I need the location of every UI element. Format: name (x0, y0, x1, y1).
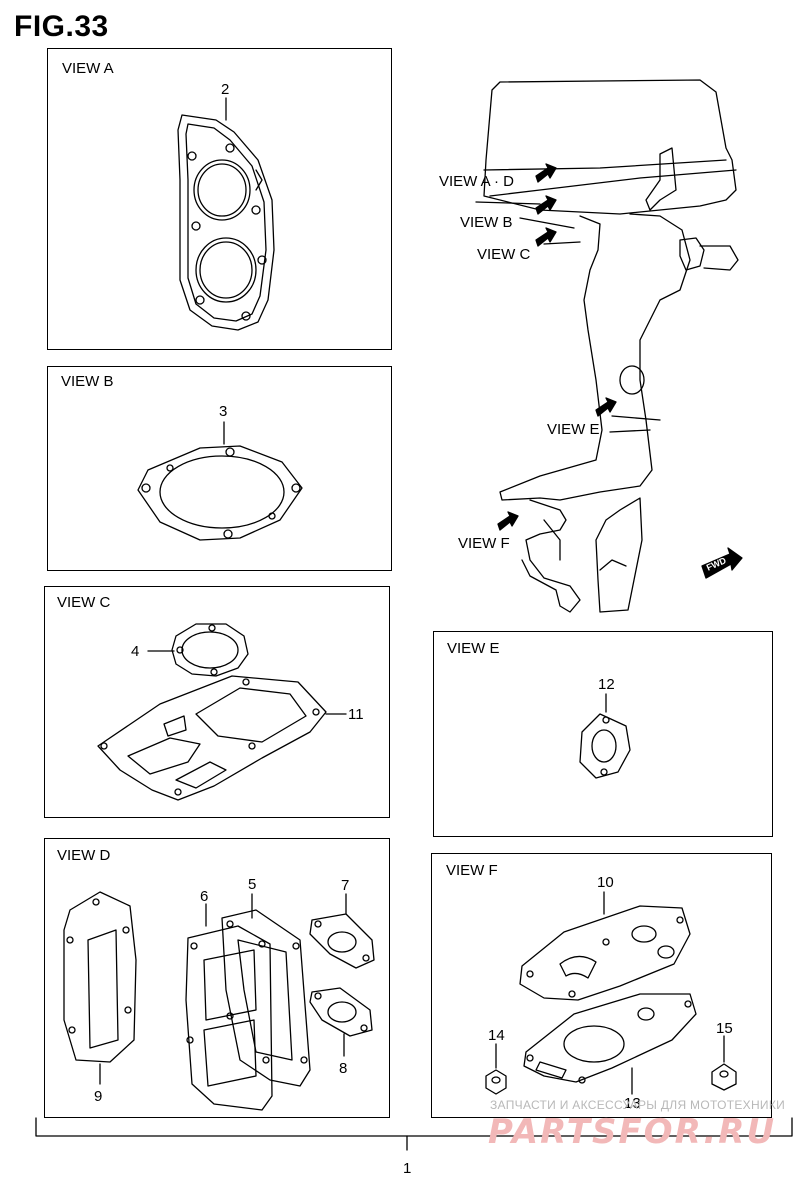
gasket-12 (579, 693, 631, 779)
motor-callout-view-f: VIEW F (458, 535, 510, 552)
gasket-9 (63, 891, 137, 1085)
callout-12: 12 (598, 676, 615, 693)
callout-4: 4 (131, 643, 140, 660)
callout-11: 11 (348, 706, 364, 723)
view-b-label: VIEW B (61, 373, 114, 390)
figure-title: FIG.33 (14, 10, 109, 43)
gasket-5 (221, 893, 311, 1087)
callout-9: 9 (94, 1088, 103, 1105)
callout-3: 3 (219, 403, 228, 420)
gasket-10 (519, 891, 691, 1001)
motor-callout-view-b: VIEW B (460, 214, 513, 231)
view-c-box (44, 586, 390, 818)
view-a-label: VIEW A (62, 60, 114, 77)
view-e-box (433, 631, 773, 837)
part-14 (485, 1043, 507, 1095)
gasket-13 (523, 993, 697, 1095)
view-e-label: VIEW E (447, 640, 500, 657)
view-arrows (497, 163, 617, 531)
view-d-label: VIEW D (57, 847, 111, 864)
outboard-motor-outline (483, 79, 739, 613)
gasket-7 (309, 893, 375, 969)
callout-13: 13 (624, 1095, 641, 1112)
view-d-box (44, 838, 390, 1118)
callout-8: 8 (339, 1060, 348, 1077)
callout-15: 15 (716, 1020, 733, 1037)
view-c-label: VIEW C (57, 594, 111, 611)
arrow-leaders (475, 201, 581, 245)
callout-7: 7 (341, 877, 350, 894)
view-f-box (431, 853, 772, 1118)
callout-2: 2 (221, 81, 230, 98)
gasket-8 (309, 987, 373, 1057)
watermark-logo: PARTSFOR.RU (488, 1112, 777, 1152)
view-b-box (47, 366, 392, 571)
part-15 (711, 1035, 737, 1091)
callout-5: 5 (248, 876, 257, 893)
callout-6: 6 (200, 888, 209, 905)
motor-callout-view-c: VIEW C (477, 246, 531, 263)
gasket-6 (185, 903, 273, 1111)
watermark-text: ЗАПЧАСТИ И АКСЕССУАРЫ ДЛЯ МОТОТЕХНИКИ (490, 1098, 786, 1112)
view-f-label: VIEW F (446, 862, 498, 879)
gasket-3 (137, 421, 303, 541)
motor-callout-view-ad: VIEW A · D (439, 173, 515, 190)
view-a-box (47, 48, 392, 350)
motor-callout-view-e: VIEW E (547, 421, 600, 438)
assembly-bracket (35, 1117, 793, 1151)
gasket-11 (97, 675, 347, 801)
callout-10: 10 (597, 874, 614, 891)
gasket-4 (147, 623, 249, 677)
assembly-number: 1 (403, 1160, 412, 1177)
fwd-arrow-icon (701, 547, 743, 579)
gasket-2-cylinder-head (177, 97, 275, 331)
callout-14: 14 (488, 1027, 505, 1044)
